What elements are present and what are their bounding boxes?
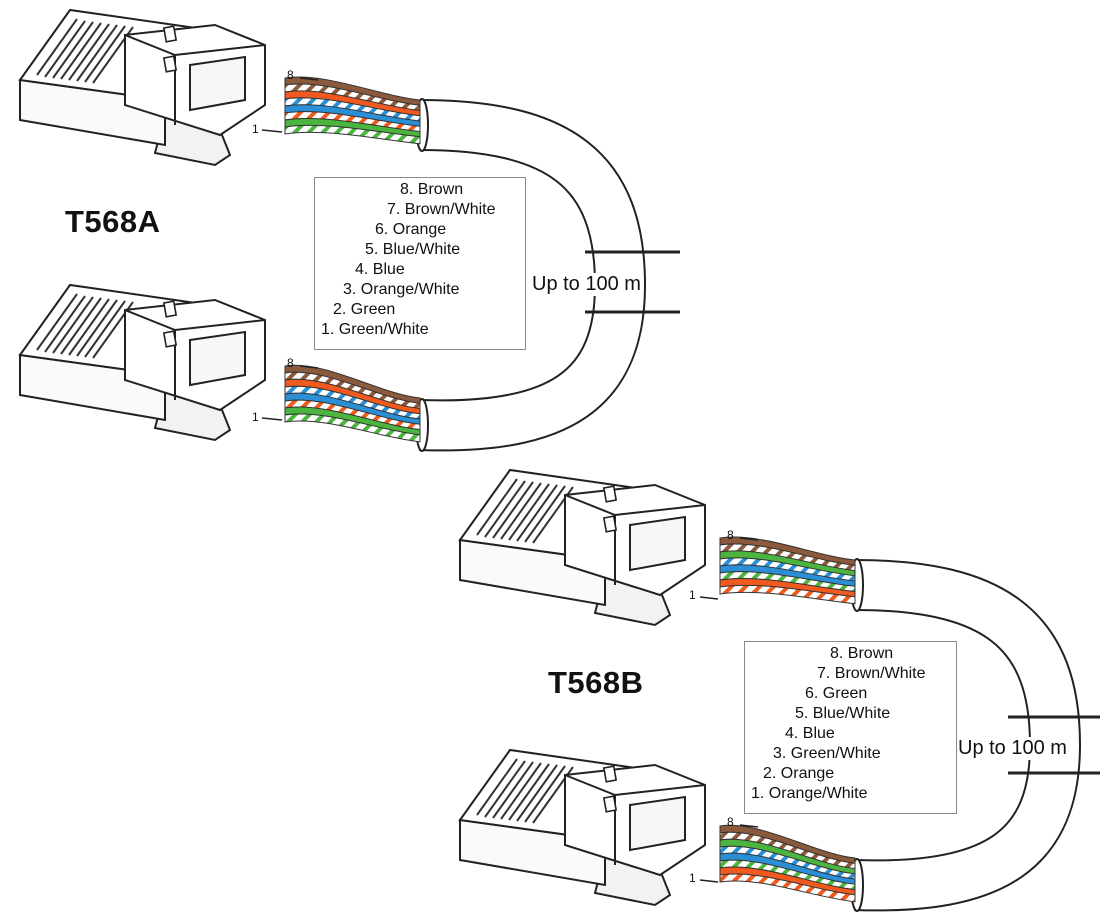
wire-1 [284, 413, 421, 443]
t568a-legend-item: 7. Brown/White [387, 201, 496, 218]
t568b-legend-item: 2. Orange [763, 765, 835, 782]
t568a-distance-label: Up to 100 m [532, 273, 641, 296]
t568a-legend-item: 2. Green [333, 301, 396, 318]
t568a-legend-item: 5. Blue/White [365, 241, 461, 258]
t568a-top-pin-8: 8 [287, 68, 294, 82]
t568a-bottom-connector [19, 284, 266, 441]
t568a-bottom-pin-1: 1 [252, 410, 259, 424]
t568a-diagram [19, 9, 680, 452]
wire-1 [719, 873, 856, 903]
t568b-legend-item: 5. Blue/White [795, 705, 891, 722]
t568b-bottom-connector [459, 749, 706, 906]
t568b-distance-label: Up to 100 m [958, 737, 1067, 760]
t568a-bottom-wire-fan [284, 364, 421, 443]
t568a-top-connector [19, 9, 266, 166]
t568a-top-pin-1: 1 [252, 122, 259, 136]
t568b-pin-legend: 8. Brown 7. Brown/White 6. Green 5. Blue… [744, 641, 957, 814]
wire-1 [284, 124, 421, 145]
t568b-top-pin-1: 1 [689, 588, 696, 602]
t568b-bottom-wire-fan [719, 824, 856, 903]
wire-1 [719, 584, 856, 605]
t568a-bottom-pin-8: 8 [287, 356, 294, 370]
t568b-top-connector [459, 469, 706, 626]
t568b-legend-item: 6. Green [805, 685, 868, 702]
t568a-legend-item: 4. Blue [355, 261, 405, 278]
t568b-top-pin-8: 8 [727, 528, 734, 542]
t568b-bottom-pin-1: 1 [689, 871, 696, 885]
t568b-top-wire-fan [719, 536, 856, 605]
t568b-legend-item: 3. Green/White [773, 745, 881, 762]
t568b-bottom-pin-8: 8 [727, 815, 734, 829]
t568b-legend-item: 7. Brown/White [817, 665, 926, 682]
t568b-legend-item: 8. Brown [830, 645, 894, 662]
t568a-legend-item: 1. Green/White [321, 321, 429, 338]
t568a-top-wire-fan [284, 76, 421, 145]
t568a-legend-item: 3. Orange/White [343, 281, 460, 298]
t568a-legend-item: 6. Orange [375, 221, 447, 238]
t568a-legend-item: 8. Brown [400, 181, 464, 198]
t568a-title: T568A [65, 204, 161, 239]
t568b-title: T568B [548, 665, 644, 700]
t568b-legend-item: 4. Blue [785, 725, 835, 742]
t568a-pin-legend: 8. Brown 7. Brown/White 6. Orange 5. Blu… [314, 177, 526, 350]
t568b-legend-item: 1. Orange/White [751, 785, 868, 802]
